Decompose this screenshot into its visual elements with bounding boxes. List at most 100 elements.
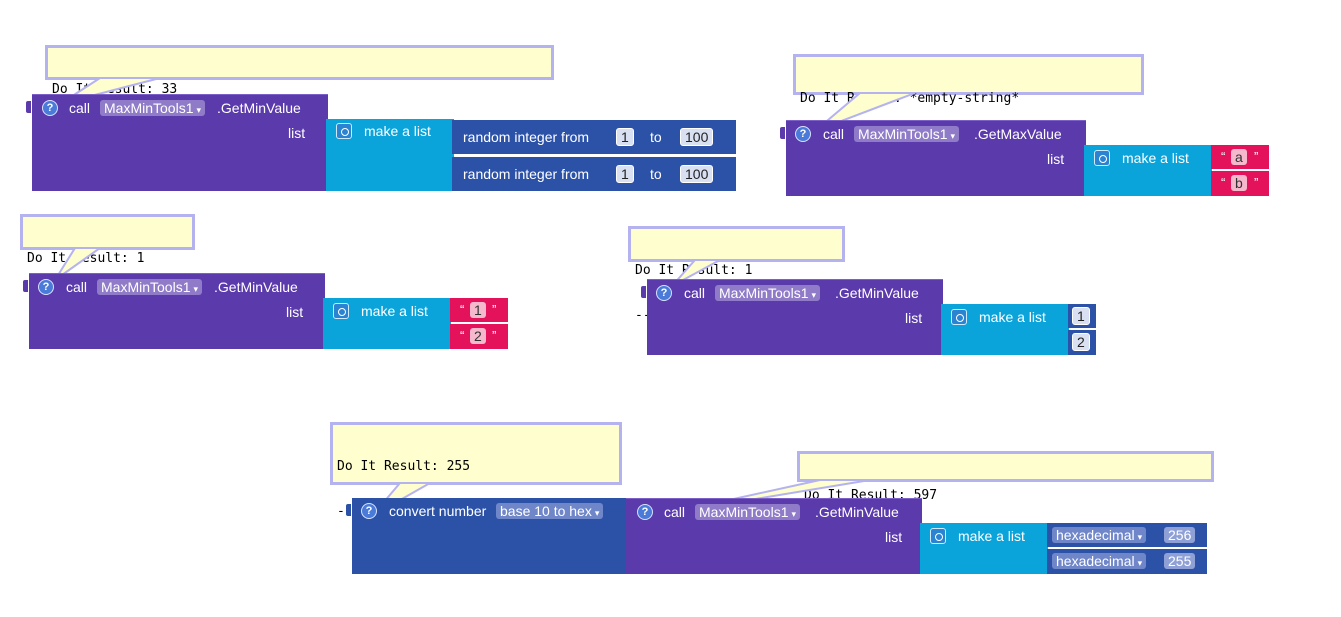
make-a-list-block[interactable]: make a list [326,119,454,191]
component-name: MaxMinTools1 [858,126,948,142]
make-a-list-block[interactable]: make a list [1084,145,1212,196]
number-to-field[interactable]: 100 [680,165,714,183]
base-mode-dropdown[interactable]: base 10 to hex▾ [496,503,604,519]
close-quote: ” [492,328,497,343]
close-quote: ” [1254,149,1259,164]
method-name: .GetMinValue [835,285,919,301]
result-line: Do It Result: 1 [635,263,753,278]
chevron-down-icon: ▾ [791,509,797,519]
number-value-field[interactable]: 1 [1072,307,1090,325]
component-name: MaxMinTools1 [699,504,789,520]
do-it-result-bubble: Do It Result: 1 --- [628,226,845,323]
open-quote: “ [1221,175,1226,190]
component-dropdown[interactable]: MaxMinTools1▾ [97,279,203,295]
gear-icon[interactable] [336,123,352,139]
make-a-list-label: make a list [361,303,428,319]
component-dropdown[interactable]: MaxMinTools1▾ [854,126,960,142]
list-socket-label: list [286,304,304,320]
call-getminvalue-block[interactable]: ? call MaxMinTools1▾ .GetMinValue list [23,273,325,349]
make-a-list-label: make a list [1122,150,1189,166]
hex-value-field[interactable]: 256 [1164,527,1196,543]
to-label: to [650,129,662,145]
call-label: call [66,279,88,295]
component-dropdown[interactable]: MaxMinTools1▾ [100,100,206,116]
make-a-list-block[interactable]: make a list [323,298,451,349]
number-from-field[interactable]: 1 [616,165,634,183]
list-socket-label: list [905,310,923,326]
do-it-result-bubble: Do It Result: *empty-string* --- [793,54,1144,151]
call-label: call [69,100,91,116]
chevron-down-icon: ▾ [811,290,817,300]
text-string-block[interactable]: “ 2 ” [450,324,508,349]
component-dropdown[interactable]: MaxMinTools1▾ [715,285,821,301]
list-socket-label: list [288,125,306,141]
number-from-field[interactable]: 1 [616,128,634,146]
make-a-list-label: make a list [958,528,1025,544]
make-a-list-block[interactable]: make a list [920,523,1048,574]
call-label: call [664,504,686,520]
text-value-field[interactable]: a [1231,149,1247,165]
number-block[interactable]: 1 [1068,304,1096,328]
number-base-value: hexadecimal [1056,527,1135,543]
text-string-block[interactable]: “ 1 ” [450,298,508,322]
text-value-field[interactable]: 1 [470,302,486,318]
number-block[interactable]: 2 [1068,330,1096,355]
gear-icon[interactable] [333,303,349,319]
random-integer-label: random integer from [463,166,590,182]
base-mode-value: base 10 to hex [500,503,592,519]
gear-icon[interactable] [1094,150,1110,166]
open-quote: “ [1221,149,1226,164]
chevron-down-icon: ▾ [193,284,199,294]
block-connector [23,280,28,292]
help-icon[interactable]: ? [38,279,54,295]
do-it-result-bubble: Do It Result: 33 [45,45,554,97]
help-icon[interactable]: ? [637,504,653,520]
result-line: Do It Result: 255 [337,459,471,474]
call-getminvalue-block[interactable]: ? call MaxMinTools1▾ .GetMinValue list [626,498,922,574]
text-value-field[interactable]: b [1231,175,1247,191]
gear-icon[interactable] [951,309,967,325]
to-label: to [650,166,662,182]
gear-icon[interactable] [930,528,946,544]
text-string-block[interactable]: “ b ” [1211,171,1269,196]
close-quote: ” [1254,175,1259,190]
number-base-dropdown[interactable]: hexadecimal▾ [1052,527,1147,543]
component-name: MaxMinTools1 [719,285,809,301]
block-connector [780,127,785,139]
number-value-field[interactable]: 2 [1072,333,1090,351]
hex-value-field[interactable]: 255 [1164,553,1196,569]
chevron-down-icon: ▾ [594,508,600,518]
convert-number-block[interactable]: ? convert number base 10 to hex▾ [346,498,628,574]
chevron-down-icon: ▾ [196,105,202,115]
block-connector [641,286,646,298]
make-a-list-label: make a list [364,123,431,139]
result-line: Do It Result: *empty-string* [800,91,1020,106]
help-icon[interactable]: ? [361,503,377,519]
chevron-down-icon: ▾ [1137,532,1143,542]
component-dropdown[interactable]: MaxMinTools1▾ [695,504,801,520]
method-name: .GetMinValue [217,100,301,116]
text-value-field[interactable]: 2 [470,328,486,344]
block-connector [346,504,351,516]
number-to-field[interactable]: 100 [680,128,714,146]
do-it-result-bubble: Do It Result: 597 [797,451,1214,503]
help-icon[interactable]: ? [656,285,672,301]
hex-number-block[interactable]: hexadecimal▾ 256 [1047,523,1207,547]
call-getmaxvalue-block[interactable]: ? call MaxMinTools1▾ .GetMaxValue list [780,120,1086,196]
random-integer-block[interactable]: random integer from 1 to 100 [452,120,736,154]
call-label: call [684,285,706,301]
text-string-block[interactable]: “ a ” [1211,145,1269,169]
make-a-list-block[interactable]: make a list [941,304,1069,355]
convert-number-label: convert number [389,503,487,519]
random-integer-block[interactable]: random integer from 1 to 100 [452,157,736,191]
call-getminvalue-block[interactable]: ? call MaxMinTools1▾ .GetMinValue list [26,94,328,191]
number-base-dropdown[interactable]: hexadecimal▾ [1052,553,1147,569]
method-name: .GetMinValue [214,279,298,295]
call-getminvalue-block[interactable]: ? call MaxMinTools1▾ .GetMinValue list [641,279,943,355]
hex-number-block[interactable]: hexadecimal▾ 255 [1047,549,1207,574]
help-icon[interactable]: ? [795,126,811,142]
do-it-result-bubble: Do It Result: 1 --- [20,214,195,311]
help-icon[interactable]: ? [42,100,58,116]
number-base-value: hexadecimal [1056,553,1135,569]
